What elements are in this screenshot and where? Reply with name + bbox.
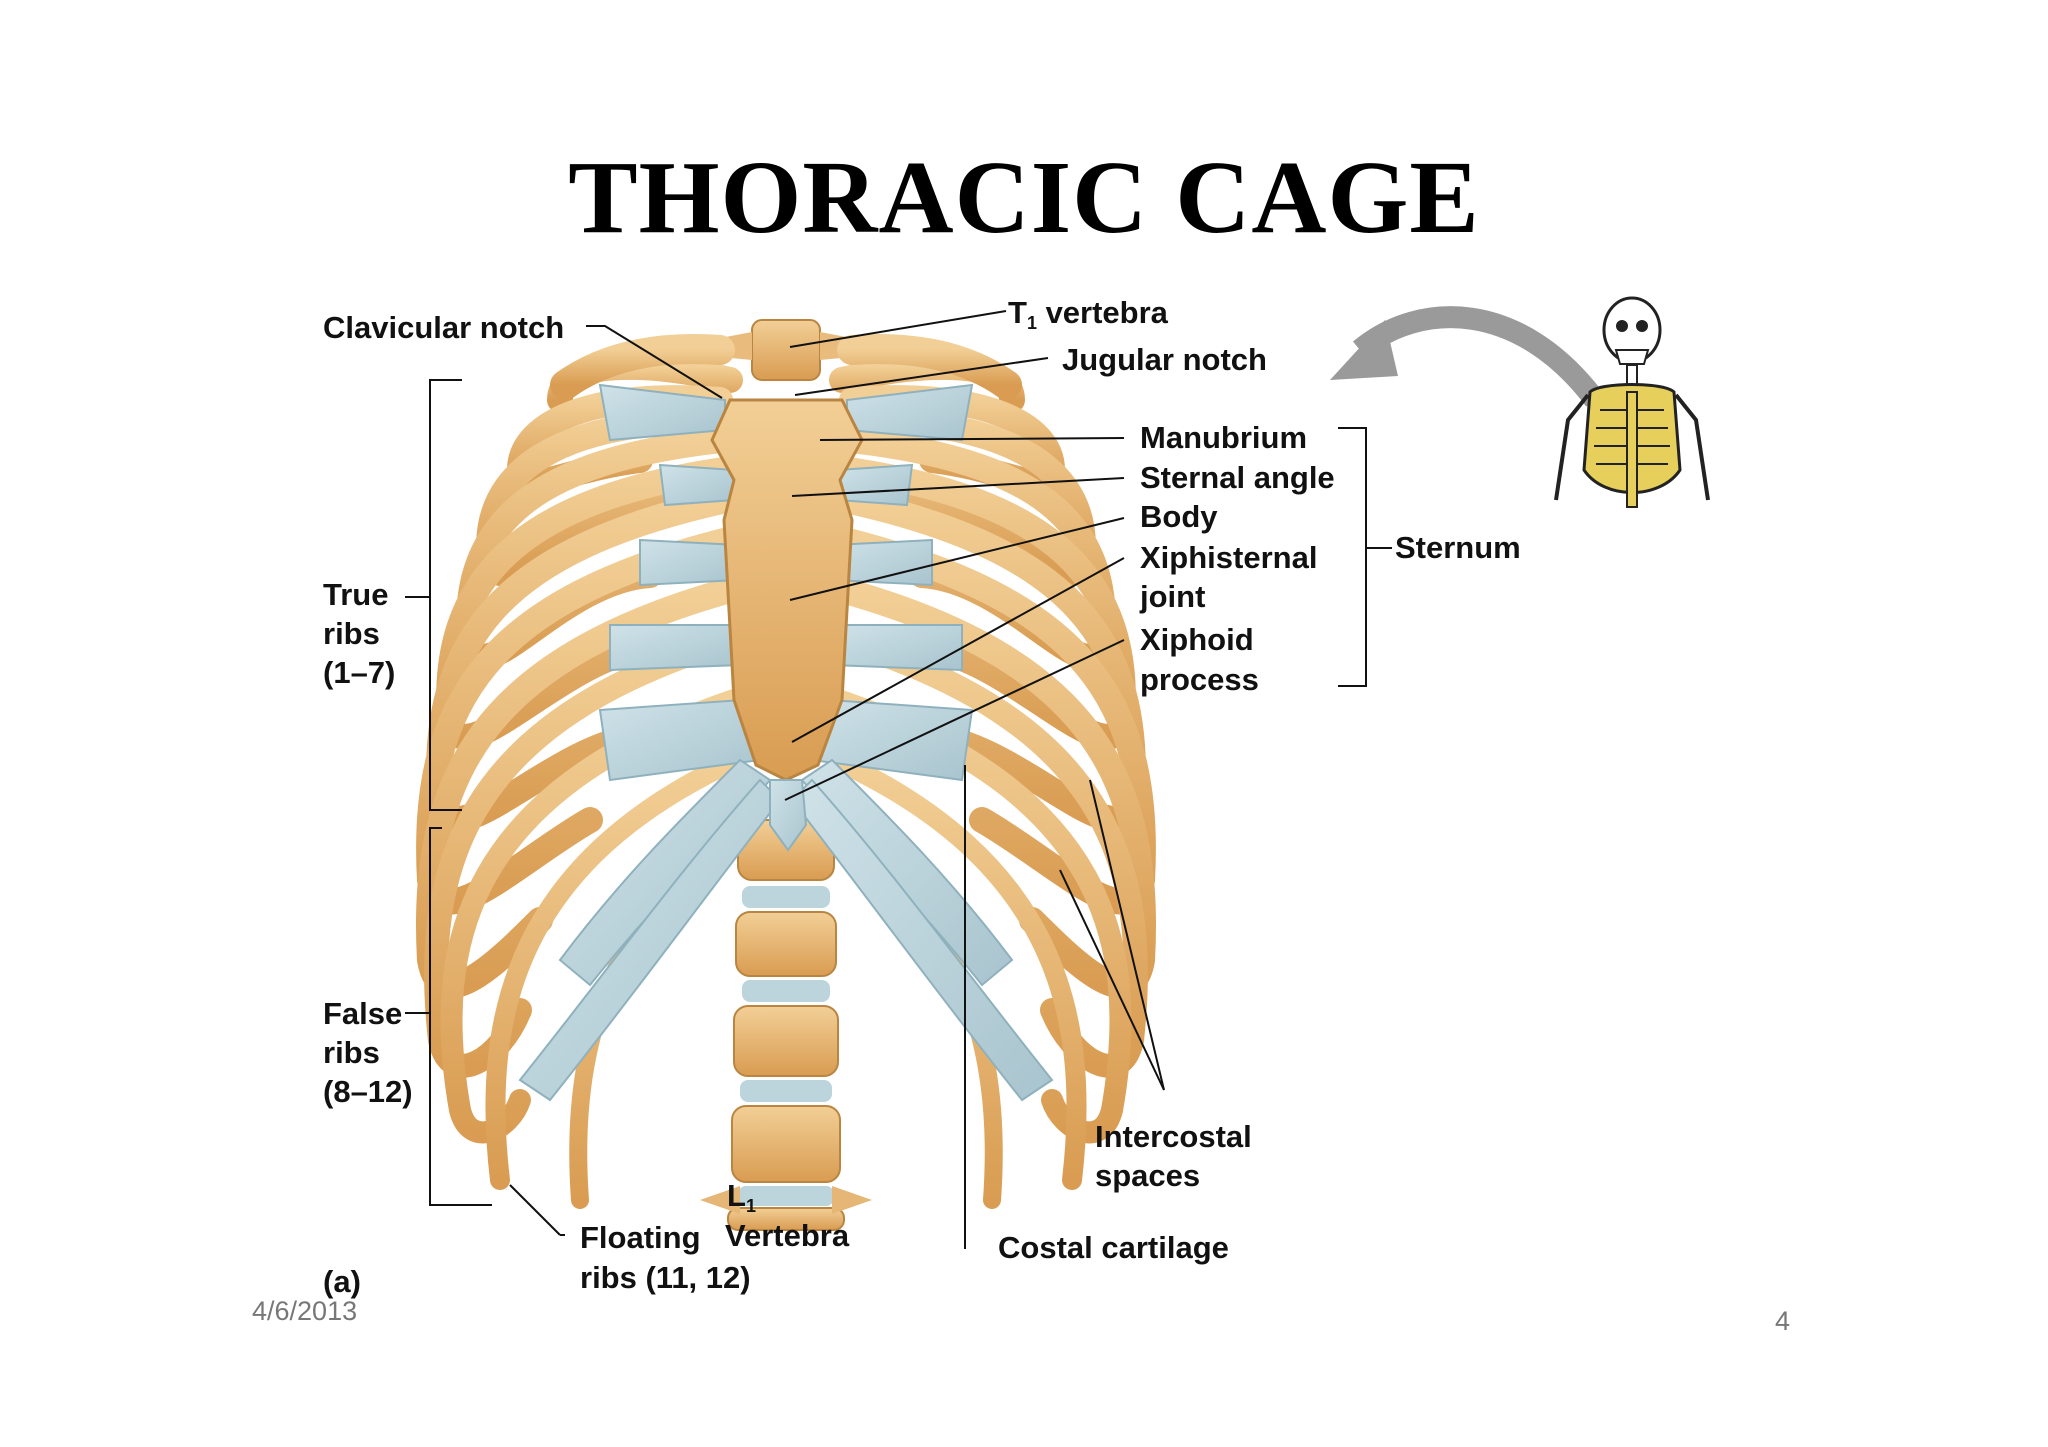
- vertebral-column: [700, 319, 872, 1231]
- label-xiphisternal-joint-line2: joint: [1140, 579, 1206, 614]
- t1-text: vertebra: [1036, 295, 1168, 330]
- slide-date: 4/6/2013: [252, 1296, 358, 1326]
- costal-cartilages: [518, 383, 1054, 1102]
- label-intercostal-spaces-line1: Intercostal: [1095, 1119, 1252, 1154]
- panel-letter: (a): [323, 1264, 361, 1299]
- label-manubrium: Manubrium: [1140, 420, 1308, 455]
- l1-subscript: 1: [745, 1196, 756, 1216]
- label-xiphoid-process-line2: process: [1140, 662, 1259, 697]
- label-vertebra: Vertebra: [725, 1218, 850, 1253]
- leader-lines: [405, 310, 1392, 1249]
- t1-subscript: 1: [1026, 313, 1037, 333]
- slide-page-number: 4: [1775, 1306, 1791, 1336]
- ribs-left: [416, 353, 747, 1209]
- label-t1-vertebra: T1 vertebra: [1008, 293, 1168, 343]
- label-floating-ribs-line1: Floating: [580, 1220, 701, 1255]
- label-xiphisternal-joint-line1: Xiphisternal: [1140, 540, 1318, 575]
- label-l1: L1: [727, 1176, 756, 1226]
- label-false-ribs-line2: ribs: [323, 1035, 380, 1070]
- l1-letter: L: [727, 1178, 746, 1213]
- page-title: THORACIC CAGE: [568, 140, 1480, 255]
- label-body: Body: [1140, 499, 1218, 534]
- label-sternal-angle: Sternal angle: [1140, 460, 1335, 495]
- skeleton-thumbnail: [1554, 296, 1710, 508]
- label-xiphoid-process-line1: Xiphoid: [1140, 622, 1254, 657]
- reference-arrow: [1330, 306, 1604, 407]
- label-true-ribs-line1: True: [323, 577, 389, 612]
- label-false-ribs-line3: (8–12): [323, 1074, 413, 1109]
- label-intercostal-spaces-line2: spaces: [1095, 1158, 1201, 1193]
- label-false-ribs-line1: False: [323, 996, 403, 1031]
- t1-letter: T: [1008, 295, 1027, 330]
- label-sternum: Sternum: [1395, 530, 1521, 565]
- label-clavicular-notch: Clavicular notch: [323, 310, 565, 345]
- label-floating-ribs-line2: ribs (11, 12): [580, 1260, 751, 1295]
- label-costal-cartilage: Costal cartilage: [998, 1230, 1229, 1265]
- label-true-ribs-line3: (1–7): [323, 655, 396, 690]
- label-jugular-notch: Jugular notch: [1062, 342, 1267, 377]
- label-true-ribs-line2: ribs: [323, 616, 380, 651]
